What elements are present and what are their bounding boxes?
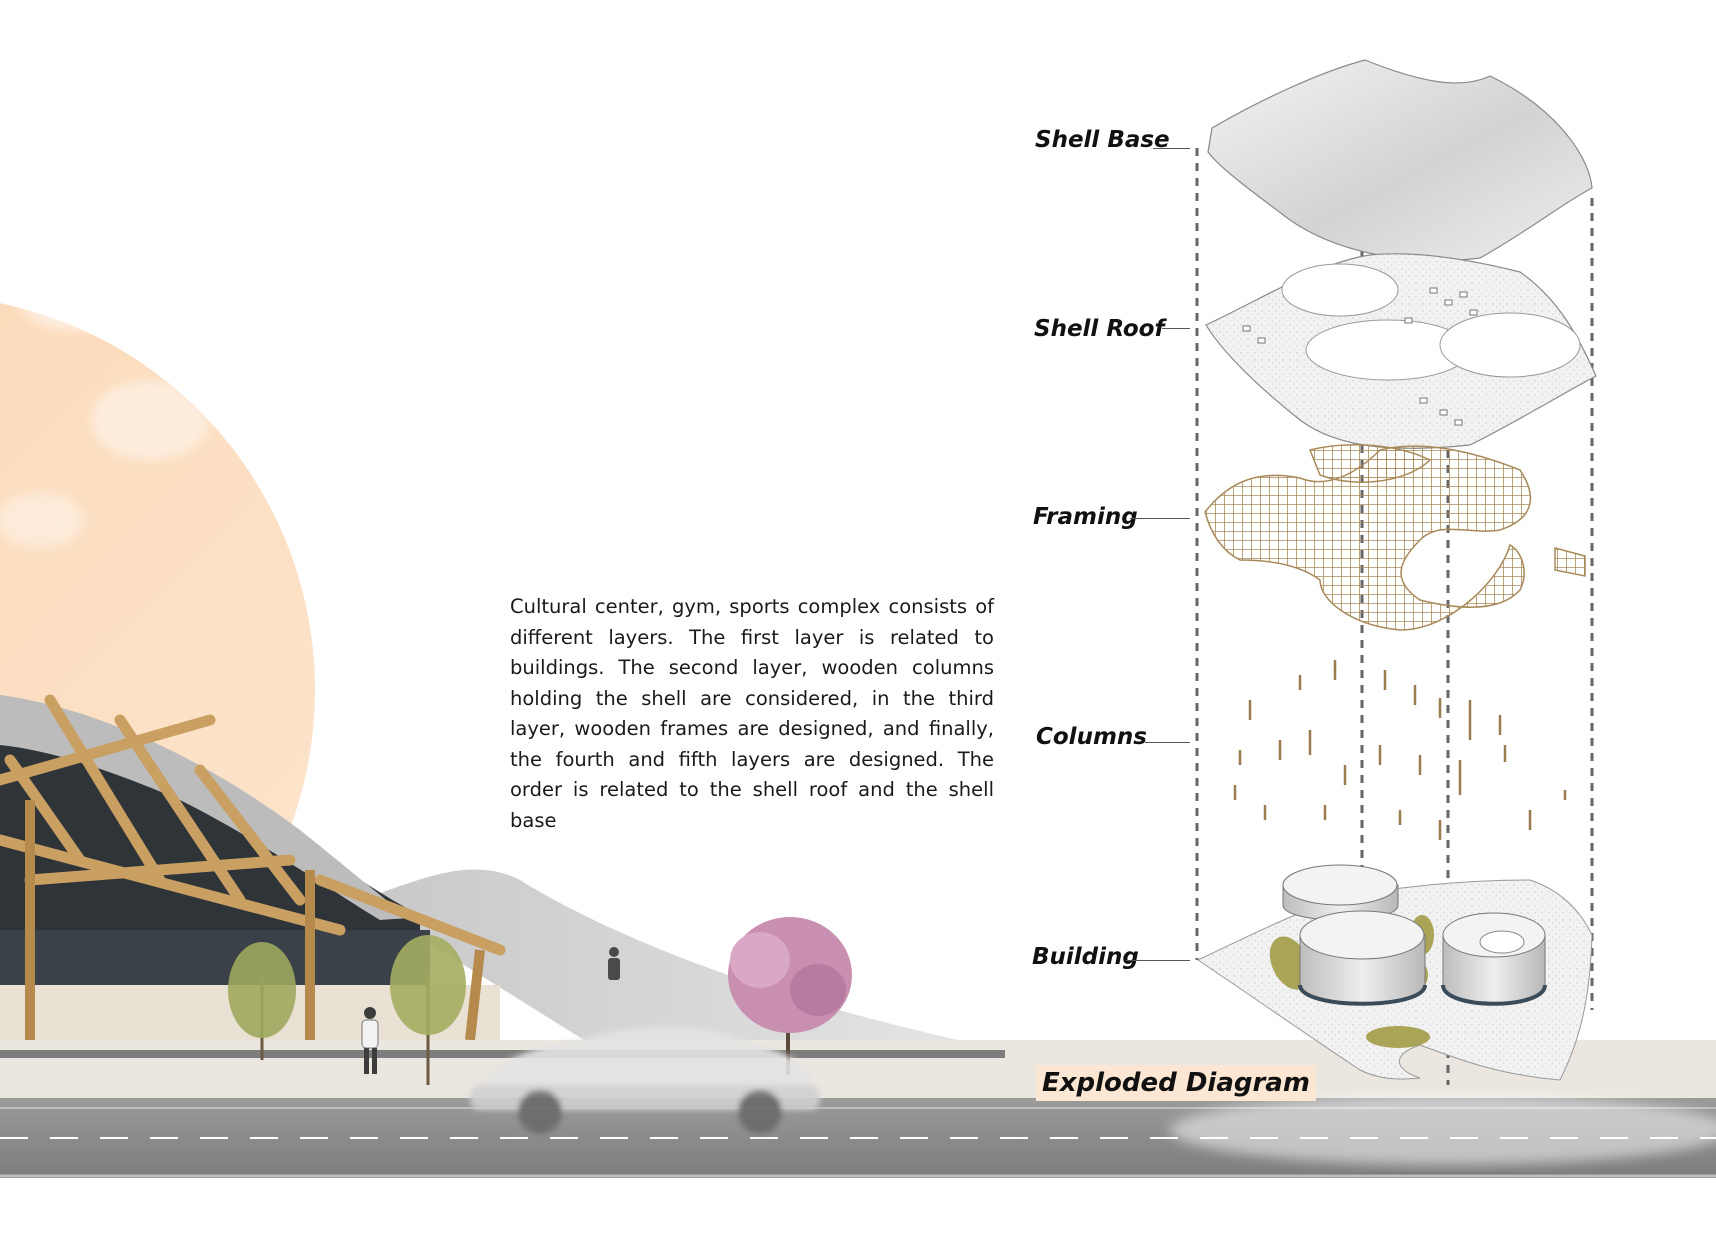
label-shell-base: Shell Base — [1035, 127, 1170, 153]
tree-middle — [390, 935, 466, 1085]
car-blurred — [470, 1026, 820, 1134]
fog — [1170, 1095, 1716, 1165]
leader-columns — [1145, 742, 1190, 743]
building-layer — [1196, 864, 1593, 1081]
framing-layer — [1204, 444, 1586, 631]
curb — [0, 1050, 1005, 1058]
leader-building — [1126, 960, 1190, 961]
shell-base-layer — [1207, 59, 1593, 262]
diagram-title: Exploded Diagram — [1036, 1065, 1316, 1101]
cherry-blossom-tree — [728, 917, 852, 1075]
label-shell-roof: Shell Roof — [1034, 316, 1165, 342]
label-framing: Framing — [1033, 504, 1138, 530]
tree-left — [228, 942, 296, 1060]
person-walking — [361, 1007, 379, 1074]
label-columns: Columns — [1036, 724, 1147, 750]
sidewalk — [0, 1040, 1716, 1098]
leader-shell-roof — [1162, 328, 1190, 329]
description-paragraph: Cultural center, gym, sports complex con… — [510, 595, 994, 832]
leader-shell-base — [1153, 148, 1190, 149]
shell-roof-layer — [1205, 253, 1597, 449]
label-building: Building — [1032, 944, 1139, 970]
shell-hill — [360, 869, 1005, 1050]
columns-layer — [1233, 660, 1567, 840]
person-on-hill — [608, 947, 620, 980]
leader-framing — [1130, 518, 1190, 519]
